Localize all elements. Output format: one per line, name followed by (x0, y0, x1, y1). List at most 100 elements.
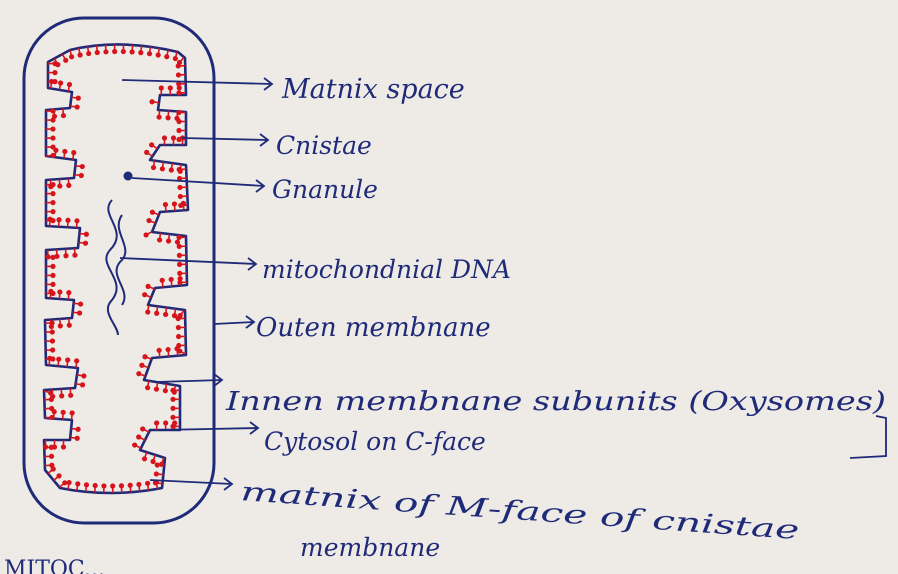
oxysome-head (101, 483, 106, 488)
oxysome-head (164, 54, 169, 59)
oxysome-head (56, 473, 61, 478)
oxysome-head (65, 357, 70, 362)
oxysome-head (177, 253, 182, 258)
oxysome-head (155, 462, 160, 467)
oxysome-head (145, 481, 150, 486)
oxysome-head (165, 115, 170, 120)
oxysome-head (176, 110, 181, 115)
oxysome-head (174, 346, 179, 351)
oxysome-head (56, 217, 61, 222)
oxysome-head (86, 51, 91, 56)
oxysome-head (48, 184, 53, 189)
oxysome-head (154, 311, 159, 316)
oxysome-head (54, 254, 59, 259)
oxysome-head (75, 481, 80, 486)
oxysome-head (50, 264, 55, 269)
oxysome-head (55, 62, 60, 67)
oxysome-head (78, 301, 83, 306)
label-cytosol-face: Cytosol on C-face (264, 427, 486, 456)
arrow-matrix-space (122, 78, 272, 90)
oxysome-head (168, 85, 173, 90)
oxysome-head (172, 420, 177, 425)
oxysome-head (177, 262, 182, 267)
oxysome-head (154, 420, 159, 425)
oxysome-head (112, 49, 117, 54)
arrow-outer-membrane (214, 316, 254, 328)
leader-lines (120, 78, 886, 490)
oxysome-head (170, 388, 175, 393)
oxysome-head (146, 218, 151, 223)
oxysome-head (142, 354, 147, 359)
arrow-cristae (182, 134, 268, 146)
oxysome-head (173, 56, 178, 61)
oxysome-head (84, 482, 89, 487)
oxysome-head (176, 235, 181, 240)
oxysome-head (177, 185, 182, 190)
oxysome-head (154, 387, 159, 392)
oxysome-head (57, 289, 62, 294)
oxysome-head (157, 348, 162, 353)
oxysome-head (56, 357, 61, 362)
oxysome-head (178, 276, 183, 281)
oxysome-head (76, 427, 81, 432)
oxysome-head (75, 104, 80, 109)
oxysome-head (49, 324, 54, 329)
oxysome-head (50, 135, 55, 140)
oxysome-head (58, 80, 63, 85)
oxysome-head (75, 436, 80, 441)
oxysome-head (165, 347, 170, 352)
oxysome-head (62, 480, 67, 485)
oxysome-head (177, 244, 182, 249)
oxysome-head (68, 393, 73, 398)
label-granule: Gnanule (272, 175, 378, 204)
oxysome-head (146, 284, 151, 289)
oxysome-head (176, 63, 181, 68)
oxysome-head (52, 70, 57, 75)
oxysome-head (70, 410, 75, 415)
oxysome-head (142, 292, 147, 297)
oxysome-head (74, 358, 79, 363)
oxysome-head (156, 114, 161, 119)
oxysome-head (138, 50, 143, 55)
oxysome-head (145, 385, 150, 390)
oxysome-head (65, 218, 70, 223)
oxysome-head (80, 164, 85, 169)
oxysome-head (62, 149, 67, 154)
oxysome-head (63, 58, 68, 63)
oxysome-head (49, 454, 54, 459)
oxysome-head (132, 442, 137, 447)
oxysome-head (93, 483, 98, 488)
oxysome-head (81, 373, 86, 378)
oxysome-head (163, 202, 168, 207)
oxysome-head (76, 96, 81, 101)
oxysome-head (52, 79, 57, 84)
oxysome-head (110, 483, 115, 488)
oxysome-head (71, 150, 76, 155)
oxysome-head (50, 126, 55, 131)
oxysome-head (157, 237, 162, 242)
oxysome-head (77, 52, 82, 57)
oxysome-head (170, 397, 175, 402)
oxysome-head (166, 238, 171, 243)
arrow-granule (132, 178, 264, 192)
oxysome-head (52, 444, 57, 449)
mitochondrial-dna-strand (106, 200, 125, 335)
oxysome-head (66, 183, 71, 188)
oxysome-head (45, 254, 50, 259)
oxysome-head (149, 142, 154, 147)
oxysome-head (178, 194, 183, 199)
oxysome-head (77, 310, 82, 315)
oxysome-head (143, 232, 148, 237)
oxysome-head (50, 144, 55, 149)
oxysome-head (52, 114, 57, 119)
oxysome-head (50, 218, 55, 223)
oxysome-head (50, 273, 55, 278)
oxysome-head (176, 325, 181, 330)
oxysome-head (63, 253, 68, 258)
oxysome-head (150, 210, 155, 215)
oxysome-head (50, 291, 55, 296)
oxysome-head (61, 444, 66, 449)
oxysome-head (176, 334, 181, 339)
oxysome-head (170, 406, 175, 411)
